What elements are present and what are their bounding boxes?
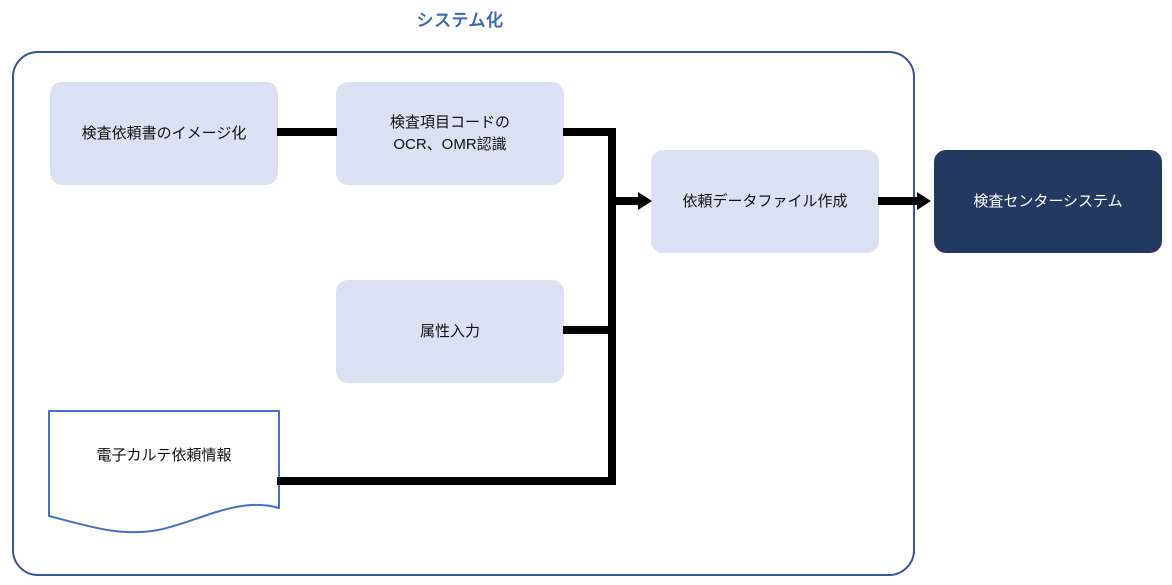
edge-image-to-ocr bbox=[277, 128, 337, 136]
diagram-title: システム化 bbox=[416, 11, 504, 30]
system-boundary-frame bbox=[12, 51, 915, 576]
node-emr-request-info[interactable]: 電子カルテ依頼情報 bbox=[48, 410, 280, 535]
node-attribute-input[interactable]: 属性入力 bbox=[336, 280, 564, 383]
edge-attribute-to-trunk bbox=[563, 326, 616, 334]
document-shape-icon bbox=[48, 410, 280, 534]
edge-ocr-to-trunk-horizontal bbox=[563, 128, 616, 136]
edge-emr-to-trunk bbox=[277, 477, 616, 485]
edge-trunk-vertical bbox=[608, 128, 616, 485]
edge-trunk-to-request-file bbox=[608, 197, 646, 205]
node-lab-center-system[interactable]: 検査センターシステム bbox=[934, 150, 1162, 253]
edge-request-file-to-center bbox=[878, 197, 921, 205]
node-ocr-omr[interactable]: 検査項目コードの OCR、OMR認識 bbox=[336, 82, 564, 185]
node-request-data-file[interactable]: 依頼データファイル作成 bbox=[651, 150, 879, 253]
arrowhead-into-request-data-file bbox=[638, 192, 652, 210]
node-image-capture[interactable]: 検査依頼書のイメージ化 bbox=[50, 82, 278, 185]
arrowhead-into-lab-center-system bbox=[917, 192, 931, 210]
